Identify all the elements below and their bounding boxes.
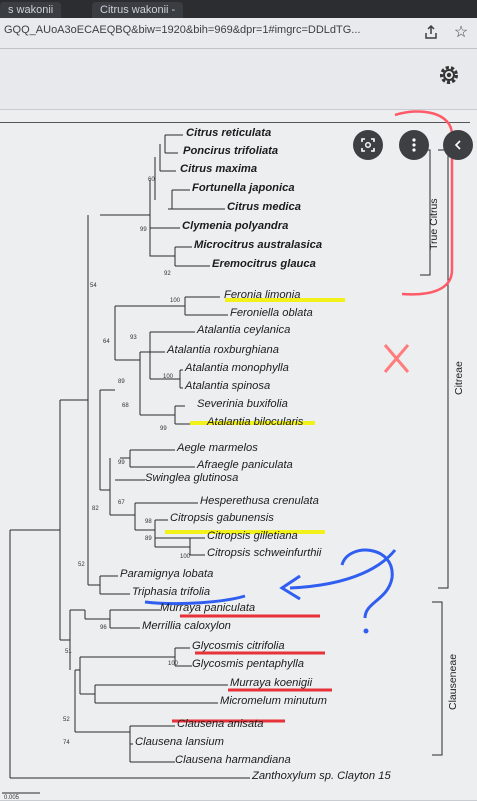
bootstrap-value: 67 <box>118 500 125 506</box>
bootstrap-value: 99 <box>160 426 167 432</box>
tab-title: s wakonii <box>8 4 54 16</box>
taxon-label: Glycosmis citrifolia <box>192 640 285 652</box>
taxon-label: Citrus reticulata <box>186 127 272 139</box>
bootstrap-value: 100 <box>163 374 174 380</box>
taxon-label: Clausena lansium <box>135 736 224 748</box>
taxon-label: Merrillia caloxylon <box>142 620 231 632</box>
question-mark-dot <box>363 628 369 634</box>
taxon-label: Poncirus trifoliata <box>183 145 279 157</box>
share-icon[interactable] <box>421 22 441 42</box>
tree-branches <box>2 134 250 794</box>
browser-tab[interactable]: s wakonii <box>0 2 62 18</box>
browser-tab-bar: s wakonii Citrus wakonii - <box>0 0 477 18</box>
blue-question-mark <box>340 548 394 619</box>
bootstrap-value: 92 <box>164 271 171 277</box>
blue-underline <box>144 594 246 606</box>
bootstrap-value: 99 <box>118 460 125 466</box>
taxon-label: Clymenia polyandra <box>182 220 289 232</box>
taxon-label: Citropsis schweinfurthii <box>207 547 322 559</box>
clauseneae-bracket <box>432 601 443 756</box>
browser-tab-active[interactable]: Citrus wakonii - <box>92 2 184 18</box>
taxon-label: Microcitrus australasica <box>194 239 323 251</box>
bootstrap-value: 64 <box>103 339 110 345</box>
taxon-label: Glycosmis pentaphylla <box>192 658 304 670</box>
taxon-label: Clausena harmandiana <box>175 754 291 766</box>
taxon-label: Afraegle paniculata <box>197 459 293 471</box>
bootstrap-value: 54 <box>90 283 97 289</box>
taxon-label: Citropsis gabunensis <box>170 512 274 524</box>
taxon-label: Triphasia trifolia <box>132 586 211 598</box>
taxon-label: Atalantia ceylanica <box>197 324 291 336</box>
taxon-label: Feronia limonia <box>224 289 301 301</box>
taxon-label: Swinglea glutinosa <box>145 472 239 484</box>
address-bar-actions: ☆ <box>421 22 471 42</box>
star-icon[interactable]: ☆ <box>453 24 469 41</box>
bootstrap-value: 96 <box>100 625 107 631</box>
taxon-label: Micromelum minutum <box>220 695 327 707</box>
scale-bar-label: 0.005 <box>4 795 20 801</box>
bootstrap-value: 100 <box>168 661 179 667</box>
bootstrap-value: 100 <box>170 298 181 304</box>
taxon-label: Atalantia monophylla <box>185 362 289 374</box>
taxon-label: Citrus maxima <box>180 163 258 175</box>
bootstrap-value: 89 <box>145 536 152 542</box>
taxon-label: Atalantia roxburghiana <box>167 344 279 356</box>
bootstrap-value: 98 <box>145 519 152 525</box>
clade-label-citreae: Citreae <box>453 361 465 395</box>
taxon-label: Hesperethusa crenulata <box>200 495 319 507</box>
taxon-label: Citropsis gilletiana <box>207 530 298 542</box>
url-field[interactable]: GQQ_AUoA3oECAEQBQ&biw=1920&bih=969&dpr=1… <box>4 24 361 36</box>
bootstrap-value: 60 <box>148 177 155 183</box>
image-viewer-actions <box>353 130 473 160</box>
taxon-label: Fortunella japonica <box>192 182 295 194</box>
clade-label-true-citrus: True Citrus <box>428 198 440 250</box>
bootstrap-value: 100 <box>180 554 191 560</box>
blue-arrow-line <box>289 549 397 590</box>
chevron-left-icon[interactable] <box>443 130 473 160</box>
taxon-label: Feroniella oblata <box>230 307 313 319</box>
bootstrap-value: 82 <box>92 506 99 512</box>
more-icon[interactable] <box>399 130 429 160</box>
bootstrap-value: 52 <box>78 562 85 568</box>
taxon-label: Aegle marmelos <box>177 442 258 454</box>
taxon-label: Atalantia bilocularis <box>207 416 304 428</box>
lens-icon[interactable] <box>353 130 383 160</box>
taxon-label: Clausena anisata <box>177 718 264 730</box>
cross-mark <box>383 344 410 373</box>
bootstrap-value: 89 <box>118 379 125 385</box>
page-toolbar <box>0 49 477 109</box>
taxon-label: Paramignya lobata <box>120 568 214 580</box>
clade-label-clauseneae: Clauseneae <box>447 653 459 710</box>
blue-arrowhead <box>279 574 301 601</box>
taxon-label: Atalantia spinosa <box>185 380 271 392</box>
bootstrap-value: 68 <box>122 403 129 409</box>
gear-icon[interactable] <box>437 63 461 87</box>
address-bar: GQQ_AUoA3oECAEQBQ&biw=1920&bih=969&dpr=1… <box>0 18 477 49</box>
taxon-label: Murraya koenigii <box>230 677 313 689</box>
bootstrap-value: 99 <box>140 227 147 233</box>
tab-title: Citrus wakonii - <box>100 4 176 16</box>
photo-edge-line <box>0 122 470 123</box>
taxon-label: Eremocitrus glauca <box>212 258 316 270</box>
bootstrap-value: 51 <box>65 649 72 655</box>
taxon-label: Murraya paniculata <box>160 602 256 614</box>
taxon-label: Citrus medica <box>227 201 301 213</box>
taxon-label: Zanthoxylum sp. Clayton 15 <box>252 770 391 782</box>
bootstrap-value: 93 <box>130 335 137 341</box>
bootstrap-value: 74 <box>63 740 70 746</box>
taxon-label: Severinia buxifolia <box>197 398 288 410</box>
bootstrap-value: 52 <box>63 717 70 723</box>
